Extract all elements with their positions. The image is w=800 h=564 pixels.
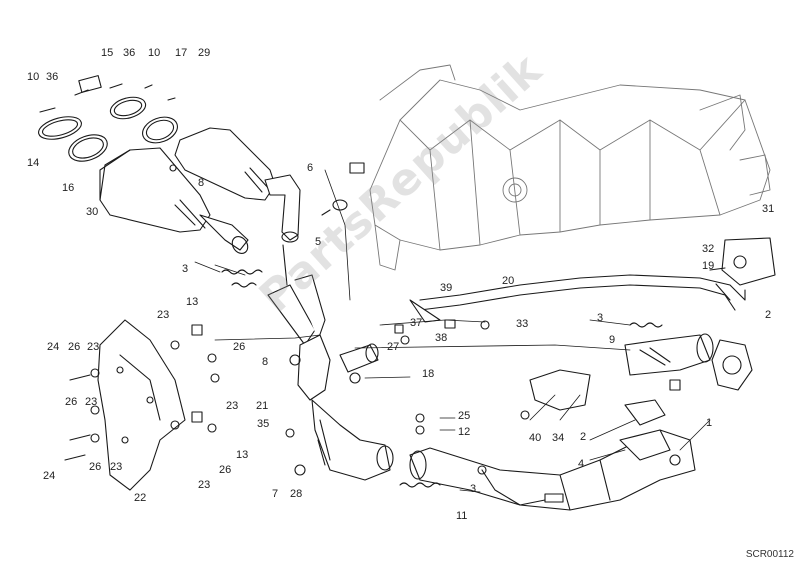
callout-23: 23 [110,461,123,473]
callout-12: 12 [458,426,471,438]
cable-20 [409,274,746,323]
callout-3: 3 [597,312,604,324]
drawing-code: SCR00112 [745,549,794,560]
callout-23: 23 [87,341,100,353]
callout-17: 17 [175,47,188,59]
callout-23: 23 [226,400,239,412]
gasket-16b [142,116,178,144]
callout-37: 37 [410,317,423,329]
callout-14: 14 [27,157,40,169]
callout-10: 10 [27,71,40,83]
gasket-2 [711,339,753,391]
callout-36: 36 [46,71,59,83]
callout-2: 2 [580,431,587,443]
gasket-16a [68,134,108,162]
callout-30: 30 [86,206,99,218]
callout-10: 10 [148,47,161,59]
clamp-14 [38,116,82,140]
callout-13: 13 [186,296,199,308]
callout-36: 36 [123,47,136,59]
mid-pipes [267,274,394,481]
callout-7: 7 [272,488,279,500]
callout-23: 23 [157,309,170,321]
callout-24: 24 [47,341,60,353]
clamp-15 [109,96,147,120]
callout-20: 20 [502,275,515,287]
collector-9 [624,333,714,376]
callout-9: 9 [609,334,616,346]
leader-lines [194,169,711,493]
callout-32: 32 [702,243,715,255]
callout-5: 5 [315,236,322,248]
callout-18: 18 [422,368,435,380]
callout-28: 28 [290,488,303,500]
frame [369,64,771,271]
callout-3: 3 [470,483,477,495]
callout-24: 24 [43,470,56,482]
callout-2: 2 [765,309,772,321]
callout-11: 11 [456,510,468,522]
callout-33: 33 [516,318,529,330]
heatshield-34 [529,369,591,411]
small-parts [285,162,681,476]
callout-26: 26 [219,464,232,476]
springs-3 [221,244,663,488]
callout-40: 40 [529,432,542,444]
callout-6: 6 [307,162,314,174]
bolts-upper [39,75,177,172]
callout-8: 8 [262,356,269,368]
callout-35: 35 [257,418,270,430]
callout-21: 21 [256,400,269,412]
callout-8: 8 [198,177,205,189]
callout-4: 4 [578,458,585,470]
callout-26: 26 [68,341,81,353]
callout-26: 26 [233,341,246,353]
callout-25: 25 [458,410,471,422]
callout-31: 31 [762,203,775,215]
callout-19: 19 [702,260,715,272]
callout-26: 26 [89,461,102,473]
callout-23: 23 [198,479,211,491]
callout-34: 34 [552,432,565,444]
callout-29: 29 [198,47,211,59]
heatshield-22 [97,319,186,491]
sensor-11 [477,465,564,506]
callout-3: 3 [182,263,189,275]
callout-16: 16 [62,182,75,194]
fasteners-left [64,324,220,461]
callout-1: 1 [706,417,713,429]
callout-23: 23 [85,396,98,408]
callout-13: 13 [236,449,249,461]
callout-15: 15 [101,47,114,59]
right-silencer-29 [174,127,301,243]
servo-31 [709,237,776,301]
callout-39: 39 [440,282,453,294]
callout-26: 26 [65,396,78,408]
callout-22: 22 [134,492,147,504]
callout-27: 27 [387,341,400,353]
left-silencer-30 [99,147,249,254]
callout-38: 38 [435,332,448,344]
